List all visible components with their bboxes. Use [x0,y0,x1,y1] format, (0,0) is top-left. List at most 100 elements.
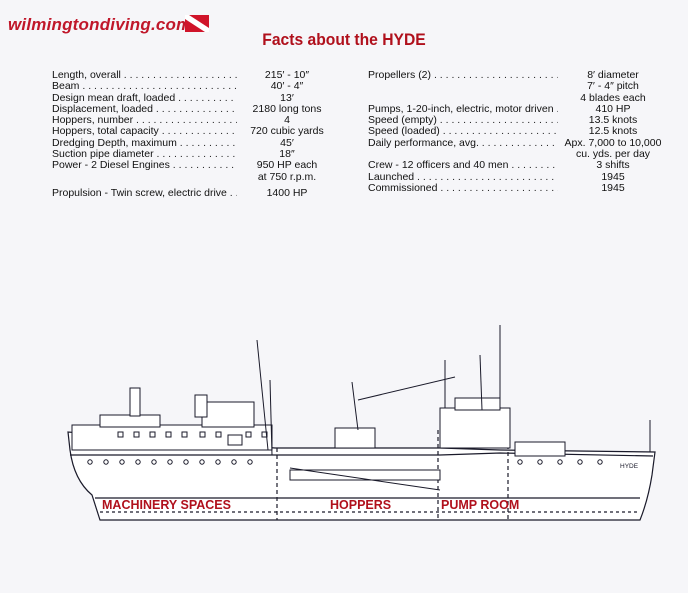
fact-row: Launched . . . . . . . . . . . . . . . .… [368,171,678,183]
fact-label-text: Power - 2 Diesel Engines [52,160,170,172]
fact-label-text: Beam [52,81,80,93]
fact-label: Hoppers, total capacity . . . . . . . . … [52,126,237,137]
fact-row: Hoppers, total capacity . . . . . . . . … [52,126,352,138]
porthole-icon [119,459,125,465]
window-icon [149,431,156,438]
fact-value: 950 HP each [256,159,318,172]
fact-value: 410 HP [595,102,631,115]
fact-row: Propulsion - Twin screw, electric drive … [52,186,352,199]
fact-row: Displacement, loaded . . . . . . . . . .… [52,102,352,115]
leader-dots: . . . . . . . . . . . . . . . . . . . . … [554,104,558,115]
fact-label: Pumps, 1-20-inch, electric, motor driven… [368,104,558,115]
leader-dots: . . . . . . . . . . . . . . . . . . . . … [156,149,237,161]
fact-label-text: Speed (empty) [368,115,437,127]
fact-value: 4 blades each [580,91,646,104]
fact-label-text: Commissioned [368,182,438,194]
window-icon [261,431,268,438]
window-icon [215,431,222,438]
porthole-icon [151,459,157,465]
fact-label-text: Speed (loaded) [368,126,440,138]
porthole-icon [215,459,221,465]
fact-value: cu. yds. per day [575,148,651,161]
fact-label: Commissioned . . . . . . . . . . . . . .… [368,183,558,194]
facts-right-column: Propellers (2) . . . . . . . . . . . . .… [368,69,678,194]
fact-label: Suction pipe diameter . . . . . . . . . … [52,149,237,160]
window-icon [245,431,252,438]
leader-dots: . . . . . . . . . . . . . . . . . . . . … [82,81,237,93]
leader-dots: . . . . . . . . . . . . . . . . . . . . … [179,137,237,149]
fact-label-text: Hoppers, total capacity [52,126,159,138]
fact-label-text: Design mean draft, loaded [52,92,176,104]
fact-label: Power - 2 Diesel Engines . . . . . . . .… [52,160,237,171]
leader-dots: . . . . . . . . . . . . . . . . . . . . … [123,70,237,81]
fact-label-text: Hoppers, number [52,115,134,127]
porthole-icon [247,459,253,465]
fact-row: Dredging Depth, maximum . . . . . . . . … [52,136,352,149]
hopper-deck-gear [289,360,456,491]
porthole-icon [135,459,141,465]
porthole-icon [577,459,583,465]
label-machinery-spaces: MACHINERY SPACES [102,498,231,512]
window-icon [117,431,124,438]
fact-label: Length, overall . . . . . . . . . . . . … [52,70,237,81]
porthole-icon [103,459,109,465]
leader-dots: . . . . . . . . . . . . . . . . . . . . … [178,92,237,104]
leader-dots: . . . . . . . . . . . . . . . . . . . . … [433,70,558,81]
fact-row: Speed (empty) . . . . . . . . . . . . . … [368,114,678,127]
fact-row: Speed (loaded) . . . . . . . . . . . . .… [368,125,678,138]
fact-label-text: Propulsion - Twin screw, electric drive [52,187,227,199]
window-icon [181,431,188,438]
fact-label: Propulsion - Twin screw, electric drive … [52,188,237,199]
porthole-icon [183,459,189,465]
fact-label: Crew - 12 officers and 40 men . . . . . … [368,160,558,171]
fact-row: cu. yds. per day [368,148,678,161]
fact-row: Suction pipe diameter . . . . . . . . . … [52,148,352,161]
leader-dots: . . . . . . . . . . . . . . . . . . . . … [442,126,558,138]
fact-label: Propellers (2) . . . . . . . . . . . . .… [368,70,558,81]
fact-label-text: Displacement, loaded [52,103,153,115]
fact-row: Hoppers, number . . . . . . . . . . . . … [52,114,352,127]
porthole-icon [87,459,93,465]
facts-left-column: Length, overall . . . . . . . . . . . . … [52,69,352,199]
fact-value: 8′ diameter [587,69,639,81]
superstructure-forward [439,325,651,457]
fact-row: 4 blades each [368,91,678,104]
superstructure-aft [71,339,273,456]
fact-value: 1945 [601,181,625,194]
fact-label: Daily performance, avg. . . . . . . . . … [368,138,558,149]
fact-label: Dredging Depth, maximum . . . . . . . . … [52,138,237,149]
leader-dots: . . . . . . . . . . . . . . . . . . . . … [155,103,237,115]
leader-dots: . . . . . . . . . . . . . . . . . . . . … [511,160,558,172]
leader-dots: . . . . . . . . . . . . . . . . . . . . … [229,187,237,199]
fact-row: Power - 2 Diesel Engines . . . . . . . .… [52,159,352,172]
portholes [87,431,603,465]
fact-label-text: Suction pipe diameter [52,149,154,161]
fact-row: Commissioned . . . . . . . . . . . . . .… [368,181,678,194]
fact-value: 45′ [280,136,294,149]
leader-dots: . . . . . . . . . . . . . . . . . . . . … [439,115,558,127]
leader-dots: . . . . . . . . . . . . . . . . . . . . … [161,126,237,138]
leader-dots: . . . . . . . . . . . . . . . . . . . . … [172,160,237,172]
fact-value: 40′ - 4″ [270,80,304,93]
fact-value: 13.5 knots [588,114,638,127]
fact-label: Hoppers, number . . . . . . . . . . . . … [52,115,237,126]
porthole-icon [537,459,543,465]
fact-value: 13′ [280,91,294,104]
window-icon [133,431,140,438]
window-icon [165,431,172,438]
fact-value: 2180 long tons [252,102,322,115]
fact-label: Launched . . . . . . . . . . . . . . . .… [368,172,558,183]
fact-value: 1400 HP [266,186,308,199]
fact-value: 4 [284,114,290,127]
leader-dots: . . . . . . . . . . . . . . . . . . . . … [481,137,558,149]
dive-flag-icon [185,15,209,32]
fact-label: Speed (loaded) . . . . . . . . . . . . .… [368,126,558,137]
label-pump-room: PUMP ROOM [441,498,519,512]
fact-value: 12.5 knots [588,125,638,138]
label-hoppers: HOPPERS [330,498,391,512]
porthole-icon [517,459,523,465]
fact-label-text: Pumps, 1-20-inch, electric, motor driven [368,103,554,115]
fact-value: 18″ [279,148,295,161]
window-icon [199,431,206,438]
fact-label-text: Dredging Depth, maximum [52,137,177,149]
